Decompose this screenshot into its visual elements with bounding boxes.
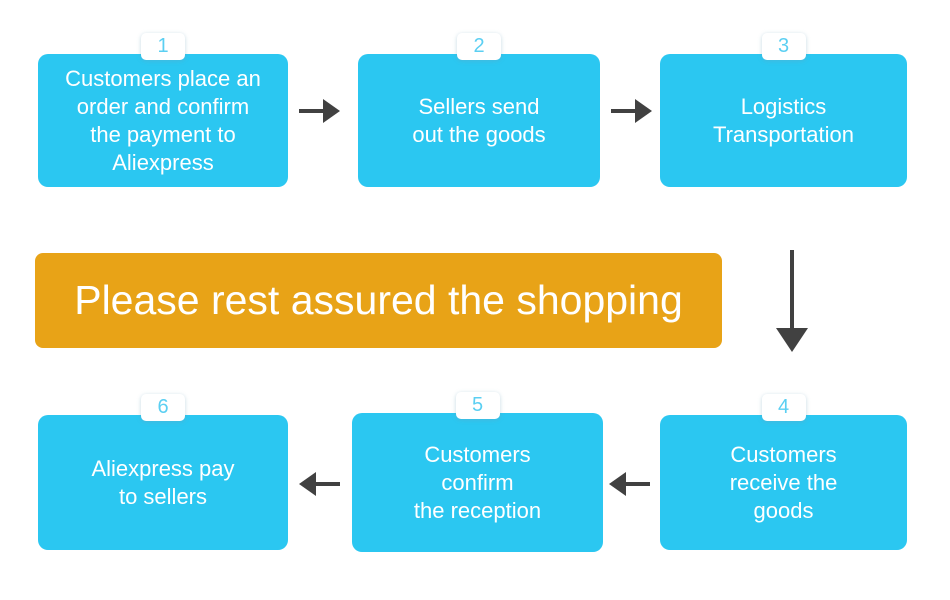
step-text-4: Customers receive the goods (730, 441, 838, 525)
step-text-3: Logistics Transportation (713, 93, 854, 149)
step-text-line: the reception (413, 497, 542, 523)
arrow-shaft (299, 109, 323, 113)
step-number-tab-5: 5 (455, 392, 500, 419)
step-text-5: Customers confirm the reception (414, 441, 541, 525)
step-number-tab-4: 4 (761, 394, 806, 421)
step-number-tab-6: 6 (141, 394, 185, 421)
step-text-line: receive the (729, 469, 838, 495)
step-text-1: Customers place an order and confirm the… (65, 65, 261, 177)
step-text-line: Customers place an (65, 65, 261, 91)
step-number-tab-2: 2 (457, 33, 501, 60)
step-box-1: 1 Customers place an order and confirm t… (38, 33, 288, 187)
step-text-line: Aliexpress (112, 149, 214, 175)
step-text-line: Aliexpress pay (91, 455, 235, 481)
banner-text: Please rest assured the shopping (74, 277, 683, 323)
step-number: 4 (777, 396, 790, 418)
step-number-tab-3: 3 (761, 33, 806, 60)
arrow-shaft (626, 482, 650, 486)
step-text-line: Sellers send (418, 93, 540, 119)
step-box-2: 2 Sellers send out the goods (358, 33, 600, 187)
step-number: 3 (777, 35, 790, 57)
arrow-shaft (790, 250, 794, 328)
arrow-right-icon (611, 99, 652, 123)
arrow-head (635, 99, 652, 123)
arrow-left-icon (609, 472, 650, 496)
arrow-head (323, 99, 340, 123)
step-text-line: the payment to (90, 121, 236, 147)
step-text-line: out the goods (412, 121, 546, 147)
step-text-6: Aliexpress pay to sellers (91, 455, 234, 511)
step-text-line: order and confirm (76, 93, 250, 119)
step-text-line: Customers (424, 441, 531, 467)
step-box-5: 5 Customers confirm the reception (352, 392, 603, 552)
step-text-line: Transportation (712, 121, 855, 147)
step-text-line: goods (753, 497, 814, 523)
step-box-3: 3 Logistics Transportation (660, 33, 907, 187)
step-text-line: confirm (441, 469, 514, 495)
arrow-left-icon (299, 472, 340, 496)
arrow-right-icon (299, 99, 340, 123)
step-text-line: Customers (730, 441, 837, 467)
step-number: 5 (471, 394, 484, 416)
arrow-head (776, 328, 808, 352)
step-number: 1 (157, 35, 169, 57)
step-number: 6 (157, 396, 169, 418)
arrow-head (609, 472, 626, 496)
step-number-tab-1: 1 (141, 33, 185, 60)
step-box-6: 6 Aliexpress pay to sellers (38, 394, 288, 550)
arrow-shaft (611, 109, 635, 113)
step-text-2: Sellers send out the goods (412, 93, 545, 149)
arrow-head (299, 472, 316, 496)
banner: Please rest assured the shopping (35, 253, 722, 348)
arrow-shaft (316, 482, 340, 486)
step-number: 2 (473, 35, 485, 57)
arrow-down-icon (776, 250, 808, 352)
step-text-line: Logistics (740, 93, 827, 119)
step-text-line: to sellers (118, 483, 208, 509)
step-box-4: 4 Customers receive the goods (660, 394, 907, 550)
